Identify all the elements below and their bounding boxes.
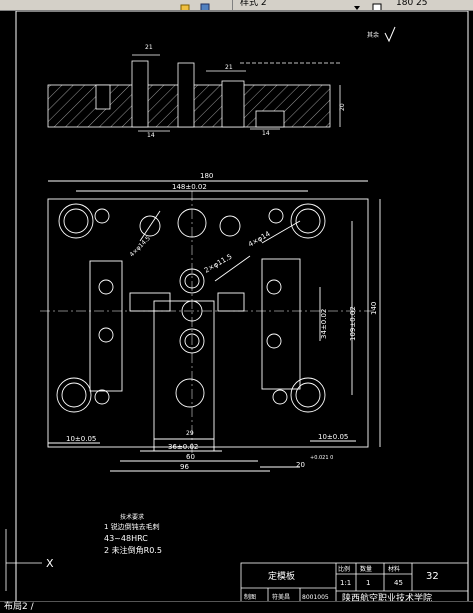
plan-view xyxy=(40,180,381,472)
dim-right-bottom-tol: +0.021 0 xyxy=(310,455,333,461)
style-dropdown[interactable]: 样式 2 xyxy=(240,0,267,8)
material-label: 材料 xyxy=(388,565,400,573)
tech-title: 技术要求 xyxy=(120,513,144,521)
layout-tab-label[interactable]: 布局2 / xyxy=(4,602,34,612)
dim-pocket-depth: 34±0.02 xyxy=(320,309,328,339)
qty-label: 数量 xyxy=(360,565,372,573)
section-view xyxy=(47,54,341,132)
dim-bottom-w2: 36±0.02 xyxy=(168,443,198,451)
drawing-code: 8001005 xyxy=(302,594,329,601)
scale-label: 比例 xyxy=(338,565,350,573)
dim-side-20: 20 xyxy=(339,103,346,111)
cad-drawing: 其余 21 21 14 14 20 xyxy=(5,10,469,604)
dim-top-21a: 21 xyxy=(145,44,153,51)
dim-left-offset: 10±0.05 xyxy=(66,435,96,443)
roughness-icon xyxy=(384,26,396,43)
sheet-number: 32 xyxy=(426,571,439,582)
dim-right-bottom: 20 xyxy=(296,461,305,469)
dim-hole-spacing-x: 148±0.02 xyxy=(172,183,207,191)
stack-icon[interactable] xyxy=(200,0,210,10)
dim-bottom-w4: 96 xyxy=(180,463,189,471)
dim-bottom-w1: 29 xyxy=(186,430,194,437)
dim-top-14b: 14 xyxy=(262,130,270,137)
drawing-canvas[interactable]: 其余 21 21 14 14 20 xyxy=(0,10,473,604)
status-bar: 布局2 / xyxy=(0,601,473,613)
dim-right-offset: 10±0.05 xyxy=(318,433,348,441)
drawn-name: 符美昌 xyxy=(272,593,290,601)
scale-input[interactable]: 180 25 xyxy=(396,0,428,8)
part-name: 定模板 xyxy=(268,570,295,582)
layer-icon[interactable] xyxy=(180,0,190,10)
qty-value: 1 xyxy=(366,579,370,587)
school-name: 陕西航空职业技术学院 xyxy=(342,592,432,601)
ucs-x-label: X xyxy=(46,557,54,570)
chevron-down-icon[interactable] xyxy=(352,0,362,10)
tech-item-1: 1 锐边倒钝去毛刺 xyxy=(104,522,160,531)
dim-total-height: 140 xyxy=(370,302,378,315)
scale-icon[interactable] xyxy=(372,0,382,10)
material-value: 45 xyxy=(394,579,403,587)
hole-note-1: 4×φ14.5 xyxy=(128,235,152,259)
dim-total-width: 180 xyxy=(200,172,213,180)
dim-top-21b: 21 xyxy=(225,64,233,71)
toolbar-separator xyxy=(232,0,233,10)
dim-bottom-w3: 60 xyxy=(186,453,195,461)
tech-item-2: 43~48HRC xyxy=(104,534,148,543)
scale-value: 1:1 xyxy=(340,579,351,587)
dim-top-14a: 14 xyxy=(147,132,155,139)
roughness-label: 其余 xyxy=(367,31,379,39)
dim-hole-spacing-y: 109±0.02 xyxy=(349,306,357,341)
drawn-label: 制图 xyxy=(244,593,256,601)
tech-item-3: 2 未注倒角R0.5 xyxy=(104,545,162,555)
top-toolbar: 样式 2 180 25 xyxy=(0,0,473,11)
